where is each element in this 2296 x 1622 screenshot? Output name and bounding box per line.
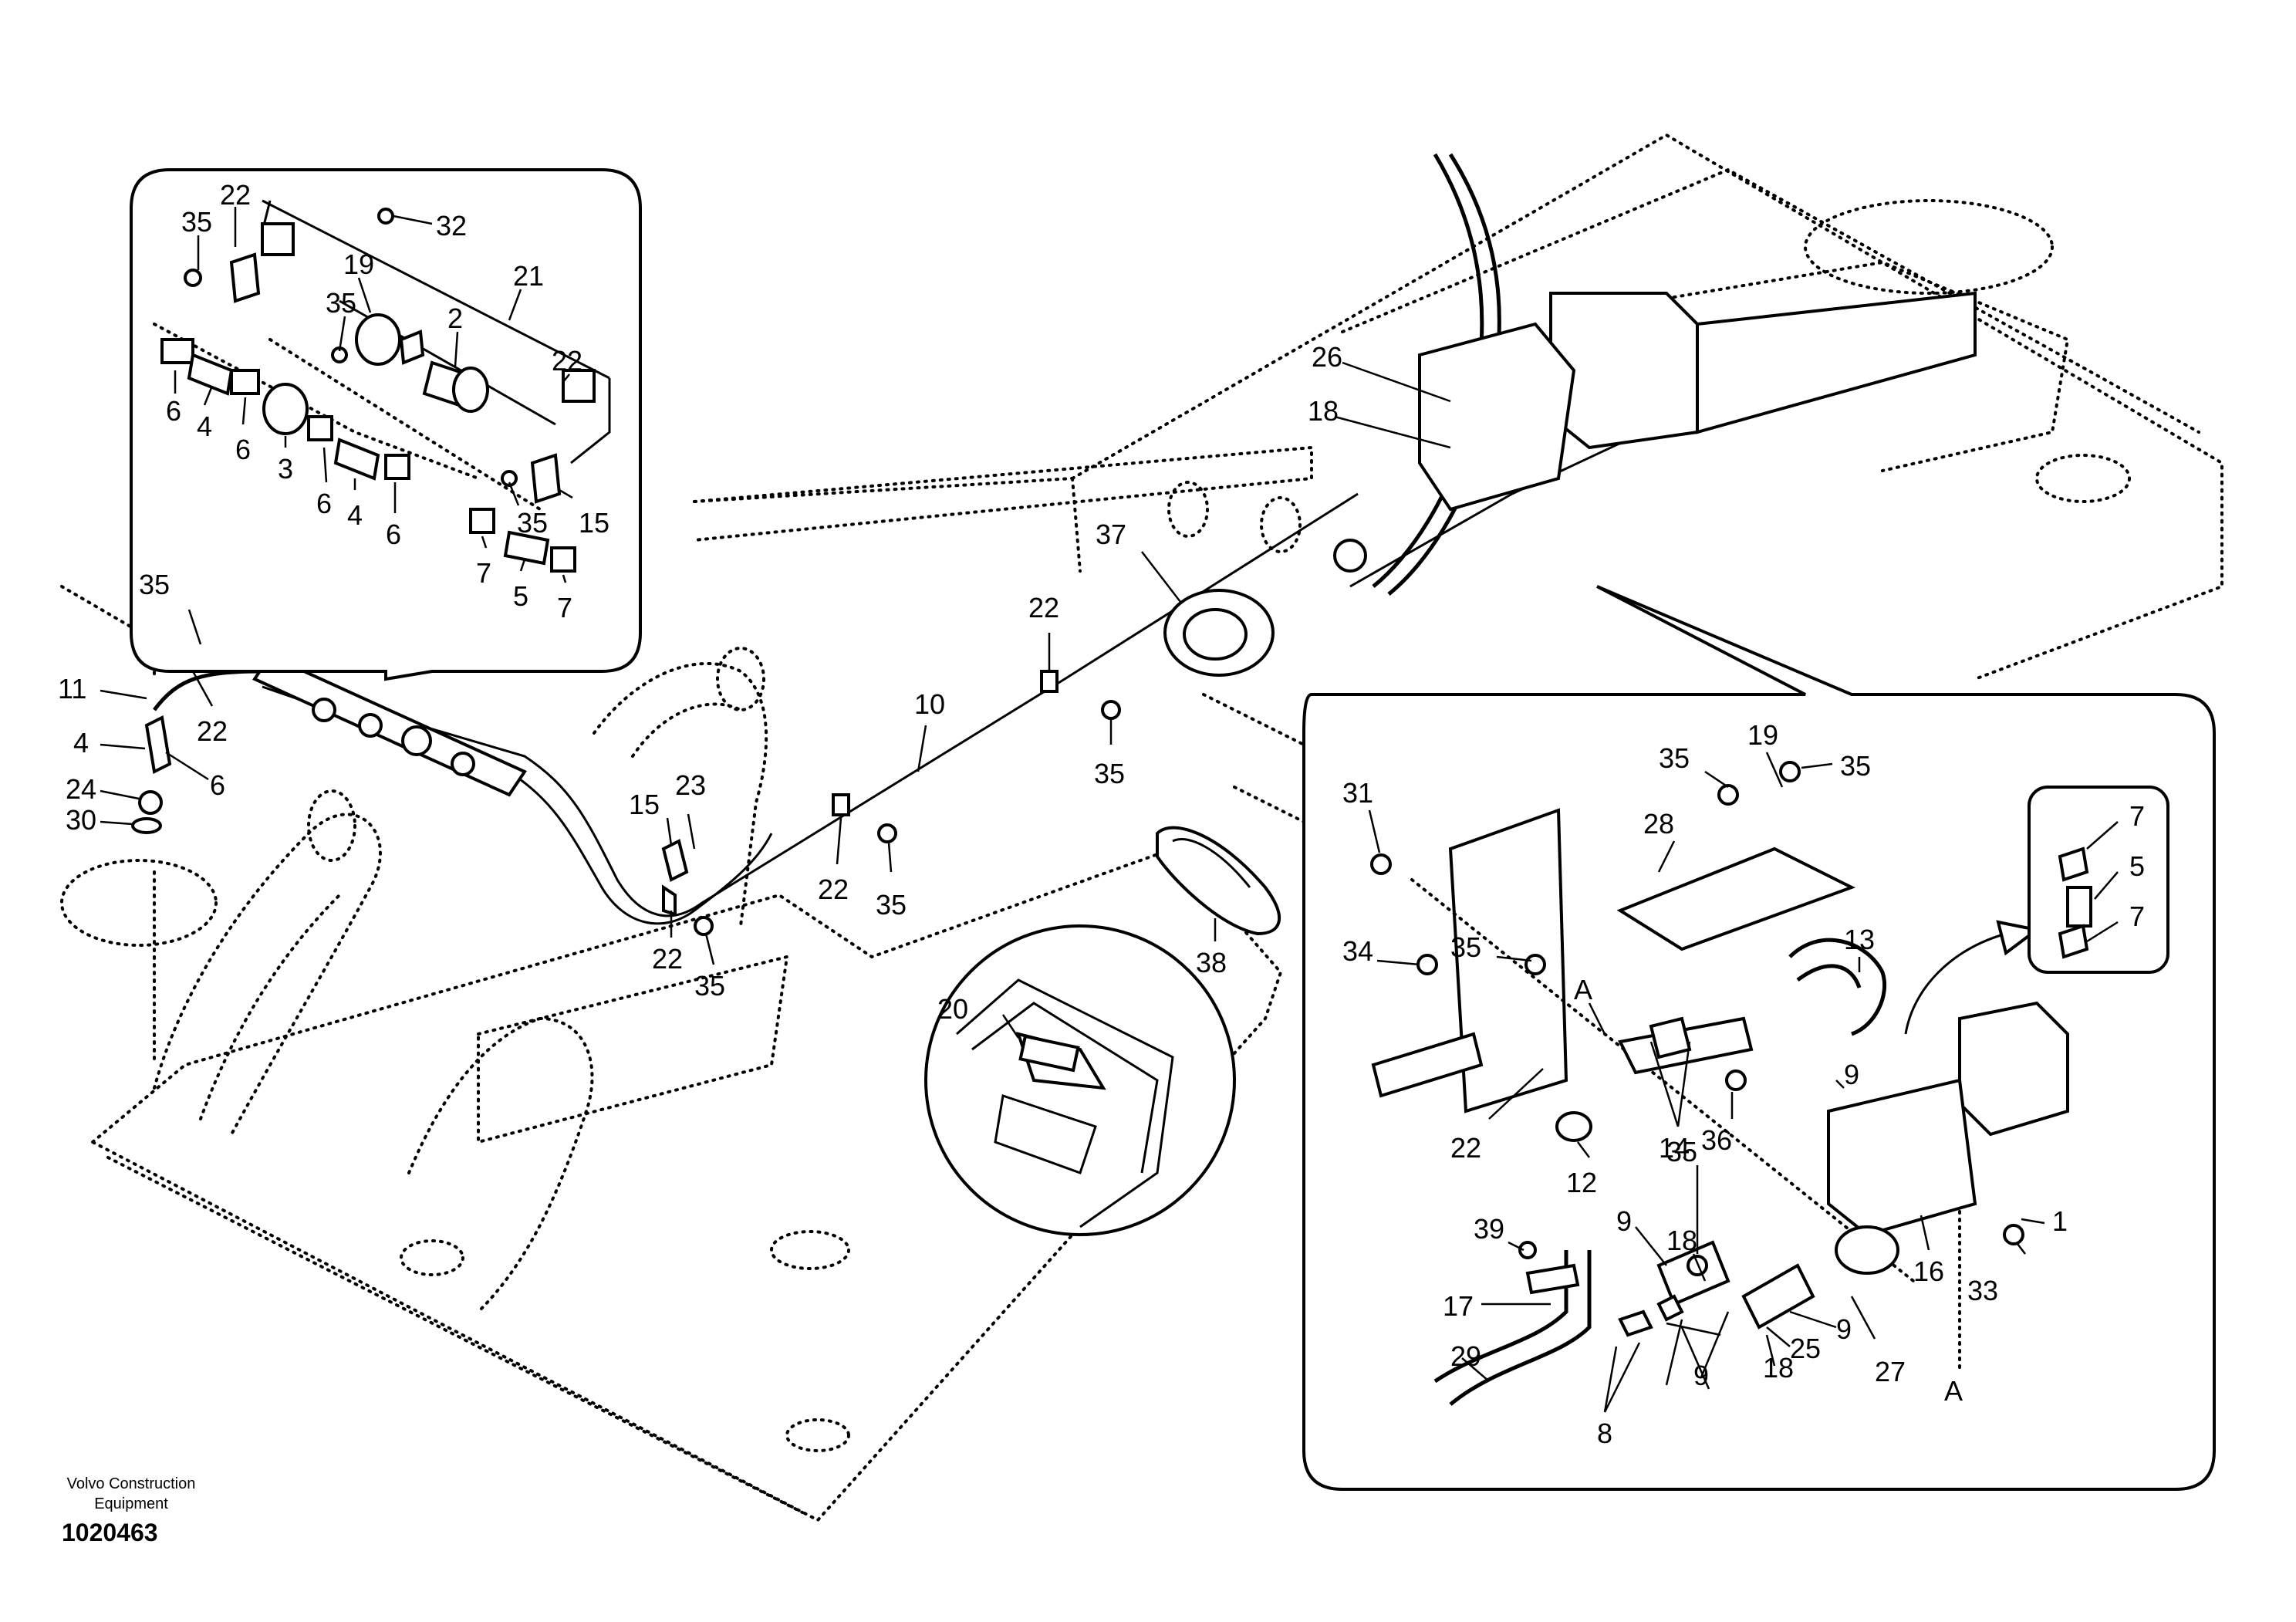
inset-mini (2028, 786, 2169, 974)
callout-18: 18 (1308, 395, 1339, 427)
callout-5: 5 (513, 580, 528, 612)
callout-33: 33 (1967, 1275, 1998, 1306)
seal-38 (1156, 826, 1281, 936)
inset-right (1302, 585, 2216, 1491)
callout-labels: 22 35 32 19 21 35 2 22 6 4 6 3 6 4 6 35 … (58, 179, 2145, 1449)
callout-7: 7 (2129, 901, 2145, 932)
callout-9: 9 (1616, 1205, 1632, 1237)
callout-9: 9 (1693, 1360, 1709, 1391)
callout-35: 35 (1666, 1136, 1697, 1168)
callout-29: 29 (1450, 1340, 1481, 1372)
callout-8: 8 (1597, 1418, 1612, 1449)
callout-22: 22 (197, 715, 228, 747)
callout-35: 35 (876, 889, 907, 921)
callout-12: 12 (1566, 1167, 1597, 1198)
callout-26: 26 (1312, 341, 1342, 373)
callout-35: 35 (1450, 931, 1481, 963)
callout-4: 4 (197, 411, 212, 442)
callout-6: 6 (386, 519, 401, 550)
callout-14: 14 (1659, 1132, 1690, 1164)
callout-18: 18 (1666, 1225, 1697, 1256)
callout-22: 22 (220, 179, 251, 211)
callout-9: 9 (1836, 1313, 1852, 1345)
callout-35: 35 (1659, 742, 1690, 774)
callout-35: 35 (517, 507, 548, 539)
callout-17: 17 (1443, 1290, 1474, 1322)
callout-35: 35 (1840, 750, 1871, 782)
brand-line-2: Equipment (94, 1495, 168, 1512)
callout-35: 35 (326, 287, 356, 319)
callout-22: 22 (652, 943, 683, 975)
callout-31: 31 (1342, 777, 1373, 809)
callout-28: 28 (1643, 808, 1674, 840)
brand-line-1: Volvo Construction (66, 1475, 196, 1492)
callout-1: 1 (2052, 1205, 2068, 1237)
heater-unit-main (1333, 291, 1977, 573)
callout-21: 21 (513, 260, 544, 292)
callout-6: 6 (316, 488, 332, 519)
callout-39: 39 (1474, 1213, 1504, 1245)
callout-16: 16 (1913, 1255, 1944, 1287)
callout-13: 13 (1844, 924, 1875, 955)
leader-lines (100, 207, 2119, 1413)
callout-38: 38 (1196, 947, 1227, 978)
callout-34: 34 (1342, 935, 1373, 967)
callout-7: 7 (2129, 800, 2145, 832)
callout-27: 27 (1875, 1356, 1906, 1387)
callout-20: 20 (937, 993, 968, 1025)
callout-A: A (1574, 974, 1592, 1005)
callout-36: 36 (1701, 1124, 1732, 1156)
callout-22: 22 (1450, 1132, 1481, 1164)
inset-display (924, 924, 1236, 1236)
inset-top-left (130, 168, 642, 681)
callout-6: 6 (210, 769, 225, 801)
callout-35: 35 (181, 206, 212, 238)
callout-15: 15 (629, 789, 660, 820)
callout-18: 18 (1763, 1352, 1794, 1384)
callout-4: 4 (347, 499, 363, 531)
callout-35: 35 (139, 569, 170, 600)
grommet-37 (1163, 589, 1275, 677)
callout-2: 2 (447, 302, 463, 334)
callout-32: 32 (436, 210, 467, 242)
callout-30: 30 (66, 804, 96, 836)
callout-7: 7 (557, 592, 572, 623)
callout-23: 23 (675, 769, 706, 801)
callout-5: 5 (2129, 850, 2145, 882)
callout-A: A (1944, 1375, 1963, 1407)
callout-22: 22 (552, 345, 582, 377)
callout-9: 9 (1844, 1059, 1859, 1090)
callout-3: 3 (278, 453, 293, 485)
callout-24: 24 (66, 773, 96, 805)
callout-22: 22 (818, 874, 849, 905)
callout-6: 6 (166, 395, 181, 427)
callout-4: 4 (73, 727, 89, 759)
callout-22: 22 (1028, 592, 1059, 623)
callout-35: 35 (1094, 758, 1125, 789)
callout-19: 19 (1747, 719, 1778, 751)
callout-37: 37 (1096, 519, 1126, 550)
callout-7: 7 (476, 557, 491, 589)
callout-11: 11 (58, 673, 86, 705)
callout-19: 19 (343, 248, 374, 280)
callout-35: 35 (694, 970, 725, 1002)
callout-25: 25 (1790, 1333, 1821, 1364)
callout-10: 10 (914, 688, 945, 720)
callout-6: 6 (235, 434, 251, 465)
document-number: 1020463 (62, 1519, 158, 1546)
callout-15: 15 (579, 507, 609, 539)
